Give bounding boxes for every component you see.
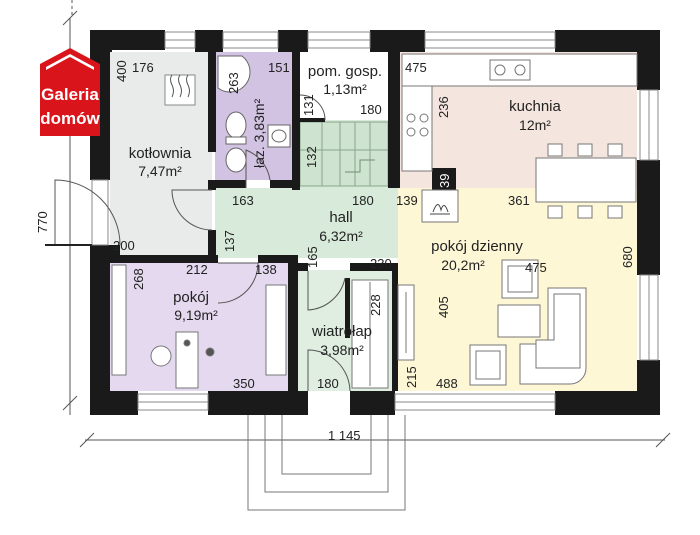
dim-165: 165	[305, 246, 320, 268]
entry-steps	[247, 415, 406, 511]
room-pokoj-dzienny-ext	[398, 270, 402, 274]
dimension-labels: 400 176 263 151 475 236 131 180 132 39 1…	[35, 60, 635, 443]
dim-215: 215	[404, 366, 419, 388]
dim-163: 163	[232, 193, 254, 208]
dim-131: 131	[301, 94, 316, 116]
hall-area: 6,32m²	[319, 228, 363, 244]
dim-212: 212	[186, 262, 208, 277]
dim-475-living: 475	[525, 260, 547, 275]
dim-680: 680	[620, 246, 635, 268]
wiatrolap-name: wiatrołap	[311, 323, 372, 340]
dim-263: 263	[226, 72, 241, 94]
pom-gosp-area: 1,13m²	[323, 81, 367, 97]
pokoj-dzienny-name: pokój dzienny	[431, 238, 523, 255]
doors	[45, 94, 351, 392]
bathroom-fixtures	[217, 55, 291, 173]
boiler-symbol	[164, 74, 196, 106]
dim-139: 139	[396, 193, 418, 208]
dim-361: 361	[508, 193, 530, 208]
pokoj-area: 9,19m²	[174, 307, 218, 323]
room-labels: kotłownia 7,47m² łaz. 3,83m² pom. gosp. …	[129, 63, 562, 358]
dim-180-hall: 180	[352, 193, 374, 208]
kitchen-fixtures	[401, 53, 638, 219]
dim-1145: 1 145	[328, 428, 361, 443]
fireplace-icon	[421, 189, 459, 223]
living-room-furniture	[397, 259, 587, 386]
dim-200: 200	[113, 238, 135, 253]
lazienka-label: łaz. 3,83m²	[251, 98, 267, 168]
dim-176: 176	[132, 60, 154, 75]
dim-151: 151	[268, 60, 290, 75]
dim-180-pom: 180	[360, 102, 382, 117]
dim-400: 400	[114, 60, 129, 82]
dim-228: 228	[368, 294, 383, 316]
dim-230: 230	[370, 256, 392, 271]
room-pokoj	[110, 263, 288, 391]
kotlownia-name: kotłownia	[129, 145, 192, 162]
dim-236: 236	[436, 96, 451, 118]
kuchnia-area: 12m²	[519, 117, 551, 133]
kotlownia-area: 7,47m²	[138, 163, 182, 179]
dim-405: 405	[436, 296, 451, 318]
dim-475-top: 475	[405, 60, 427, 75]
pokoj-name: pokój	[173, 289, 209, 306]
dim-180-wiat: 180	[317, 376, 339, 391]
windows	[91, 31, 659, 411]
wardrobe	[351, 279, 389, 389]
dim-488: 488	[436, 376, 458, 391]
dim-350: 350	[233, 376, 255, 391]
dim-132: 132	[304, 146, 319, 168]
wiatrolap-area: 3,98m²	[320, 342, 364, 358]
logo-line2: domów	[40, 109, 100, 128]
room-hall	[215, 188, 398, 258]
pom-gosp-name: pom. gosp.	[308, 63, 382, 80]
dim-138: 138	[255, 262, 277, 277]
kuchnia-name: kuchnia	[509, 98, 561, 115]
dim-39: 39	[437, 174, 452, 188]
dim-770: 770	[35, 211, 50, 233]
room-wiatrolap	[298, 270, 350, 391]
hall-name: hall	[329, 209, 352, 226]
galeria-domow-logo: Galeria domów	[40, 48, 101, 136]
dim-137: 137	[222, 230, 237, 252]
room-pom-gosp	[298, 52, 388, 120]
bedroom-furniture	[111, 264, 287, 389]
pokoj-dzienny-area: 20,2m²	[441, 257, 485, 273]
dim-268: 268	[131, 268, 146, 290]
logo-line1: Galeria	[41, 85, 99, 104]
